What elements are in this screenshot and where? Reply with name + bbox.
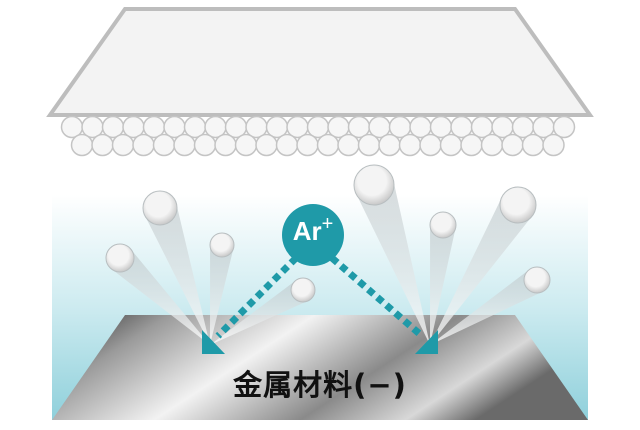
substrate-atom (255, 133, 278, 157)
substrate-atom (460, 133, 483, 157)
atom-trail (210, 243, 234, 345)
substrate-atom (378, 133, 401, 157)
substrate (46, 7, 594, 157)
substrate-atom (316, 133, 340, 157)
atom-trail (430, 223, 456, 345)
substrate-atom (480, 133, 504, 157)
substrate-atom (234, 133, 258, 157)
atom-trail (110, 247, 210, 345)
sputtered-atom (142, 190, 178, 226)
substrate-atom (521, 133, 545, 157)
substrate-atom (296, 133, 319, 157)
substrate-atom (111, 133, 135, 157)
substrate-atom-layer (60, 115, 576, 157)
substrate-atom (552, 115, 576, 139)
metal-target (52, 315, 588, 420)
substrate-atom (501, 133, 524, 157)
arrow-head-left (202, 330, 225, 354)
sputtered-atom (353, 164, 395, 206)
sputtered-atom (429, 211, 457, 239)
ion-path-right (329, 255, 425, 339)
atom-trail (144, 202, 210, 345)
substrate-atom (439, 133, 463, 157)
substrate-atom (91, 133, 114, 157)
argon-ion-label: Ar+ (283, 213, 343, 247)
substrate-atom (214, 133, 237, 157)
sputtered-atom-trails (105, 164, 551, 345)
substrate-atom (398, 133, 422, 157)
sputtered-atom (105, 243, 135, 273)
ion-symbol: Ar (292, 216, 322, 246)
substrate-atom (337, 133, 360, 157)
substrate-atom (275, 133, 299, 157)
ion-path-left (215, 255, 299, 339)
substrate-atom (357, 133, 381, 157)
atom-trail (355, 178, 430, 345)
sputtered-atom (290, 277, 316, 303)
argon-ion (282, 204, 344, 266)
substrate-atom (173, 133, 196, 157)
sputtered-atom (499, 186, 537, 224)
substrate-atom (193, 133, 217, 157)
ion-trajectories (202, 255, 438, 354)
ion-charge: + (321, 213, 334, 235)
atom-trail (430, 195, 534, 345)
arrow-head-right (415, 330, 438, 354)
metal-target-label: 金属材料(−) (233, 368, 407, 402)
substrate-atom (419, 133, 442, 157)
substrate-atom (132, 133, 155, 157)
atom-trail (210, 279, 310, 345)
substrate-atom (70, 133, 94, 157)
substrate-atom (542, 133, 565, 157)
substrate-atom (152, 133, 176, 157)
sputtered-atom (523, 266, 551, 294)
atom-trail (430, 268, 544, 345)
sputtered-atom (209, 232, 235, 258)
